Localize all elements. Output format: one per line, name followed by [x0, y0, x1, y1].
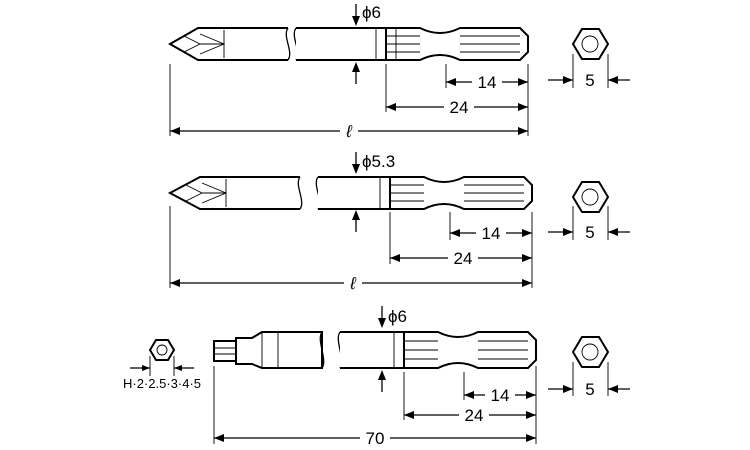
bit-2-dim-14: 14	[450, 223, 532, 243]
bit-1-diameter-arrows	[352, 4, 360, 84]
bit-1-phillips-tip-icon	[167, 27, 288, 61]
bit-2-dim-total: ℓ	[170, 273, 532, 293]
bit-3-dim-14: 14	[464, 385, 536, 405]
bit-3-end-view-label: 5	[585, 380, 594, 399]
bit-2-dim-24: 24	[390, 248, 532, 268]
bit-1-diameter-label: ϕ6	[362, 3, 381, 22]
bit-2-dim-total-label: ℓ	[349, 274, 356, 293]
bit-1-hex-shank	[385, 27, 529, 61]
bit-1-dim-14-label: 14	[478, 73, 497, 92]
bit-3-diameter-arrows	[378, 306, 386, 392]
bit-1-hexagon-end-view-icon	[548, 28, 630, 88]
bit-1-dim-total-label: ℓ	[345, 122, 352, 141]
bit-2-hex-shank	[389, 176, 533, 210]
bit-1-dim-24: 24	[386, 97, 528, 117]
bit-2-shaft	[318, 176, 391, 210]
bit-3-dim-total: 70	[214, 428, 536, 448]
bit-2-diameter-label: ϕ5.3	[362, 152, 395, 171]
bit-2-dim-14-label: 14	[482, 224, 501, 243]
bit-3-dim-24: 24	[404, 405, 536, 425]
bit-1-shaft	[296, 27, 387, 61]
bit-3-tip-hexagon-icon	[130, 339, 194, 376]
bit-3-tip-sizes-label: H·2·2.5·3·4·5	[123, 376, 201, 391]
bit-3-hex-shank	[403, 331, 537, 369]
bit-3-dim-14-label: 14	[491, 386, 510, 405]
bit-3-hex-tip-icon	[213, 331, 323, 369]
bit-3-dim-24-label: 24	[465, 406, 484, 425]
bit-2-drawing: ϕ5.3 14 24 ℓ	[167, 152, 630, 293]
bit-3-break-mark	[319, 331, 343, 369]
bit-1-drawing: ϕ6 14 24 ℓ	[167, 3, 630, 141]
bit-3-hexagon-end-view-icon	[548, 336, 630, 396]
bit-1-dim-24-label: 24	[450, 98, 469, 117]
bit-2-hexagon-end-view-icon	[548, 181, 630, 240]
bit-3-dim-total-label: 70	[366, 429, 385, 448]
bit-1-dim-14: 14	[446, 72, 528, 92]
bit-1-dim-total: ℓ	[170, 121, 528, 141]
bit-2-end-view-label: 5	[585, 223, 594, 242]
bit-3-diameter-label: ϕ6	[388, 307, 407, 326]
bit-2-dim-24-label: 24	[454, 249, 473, 268]
bit-2-phillips-tip-icon	[167, 176, 300, 210]
bit-3-drawing: H·2·2.5·3·4·5	[123, 306, 630, 448]
bit-1-end-view-label: 5	[585, 71, 594, 90]
bit-2-diameter-arrows	[352, 152, 360, 232]
bit-2-break-mark	[297, 176, 321, 210]
bit-3-shaft	[340, 331, 405, 369]
